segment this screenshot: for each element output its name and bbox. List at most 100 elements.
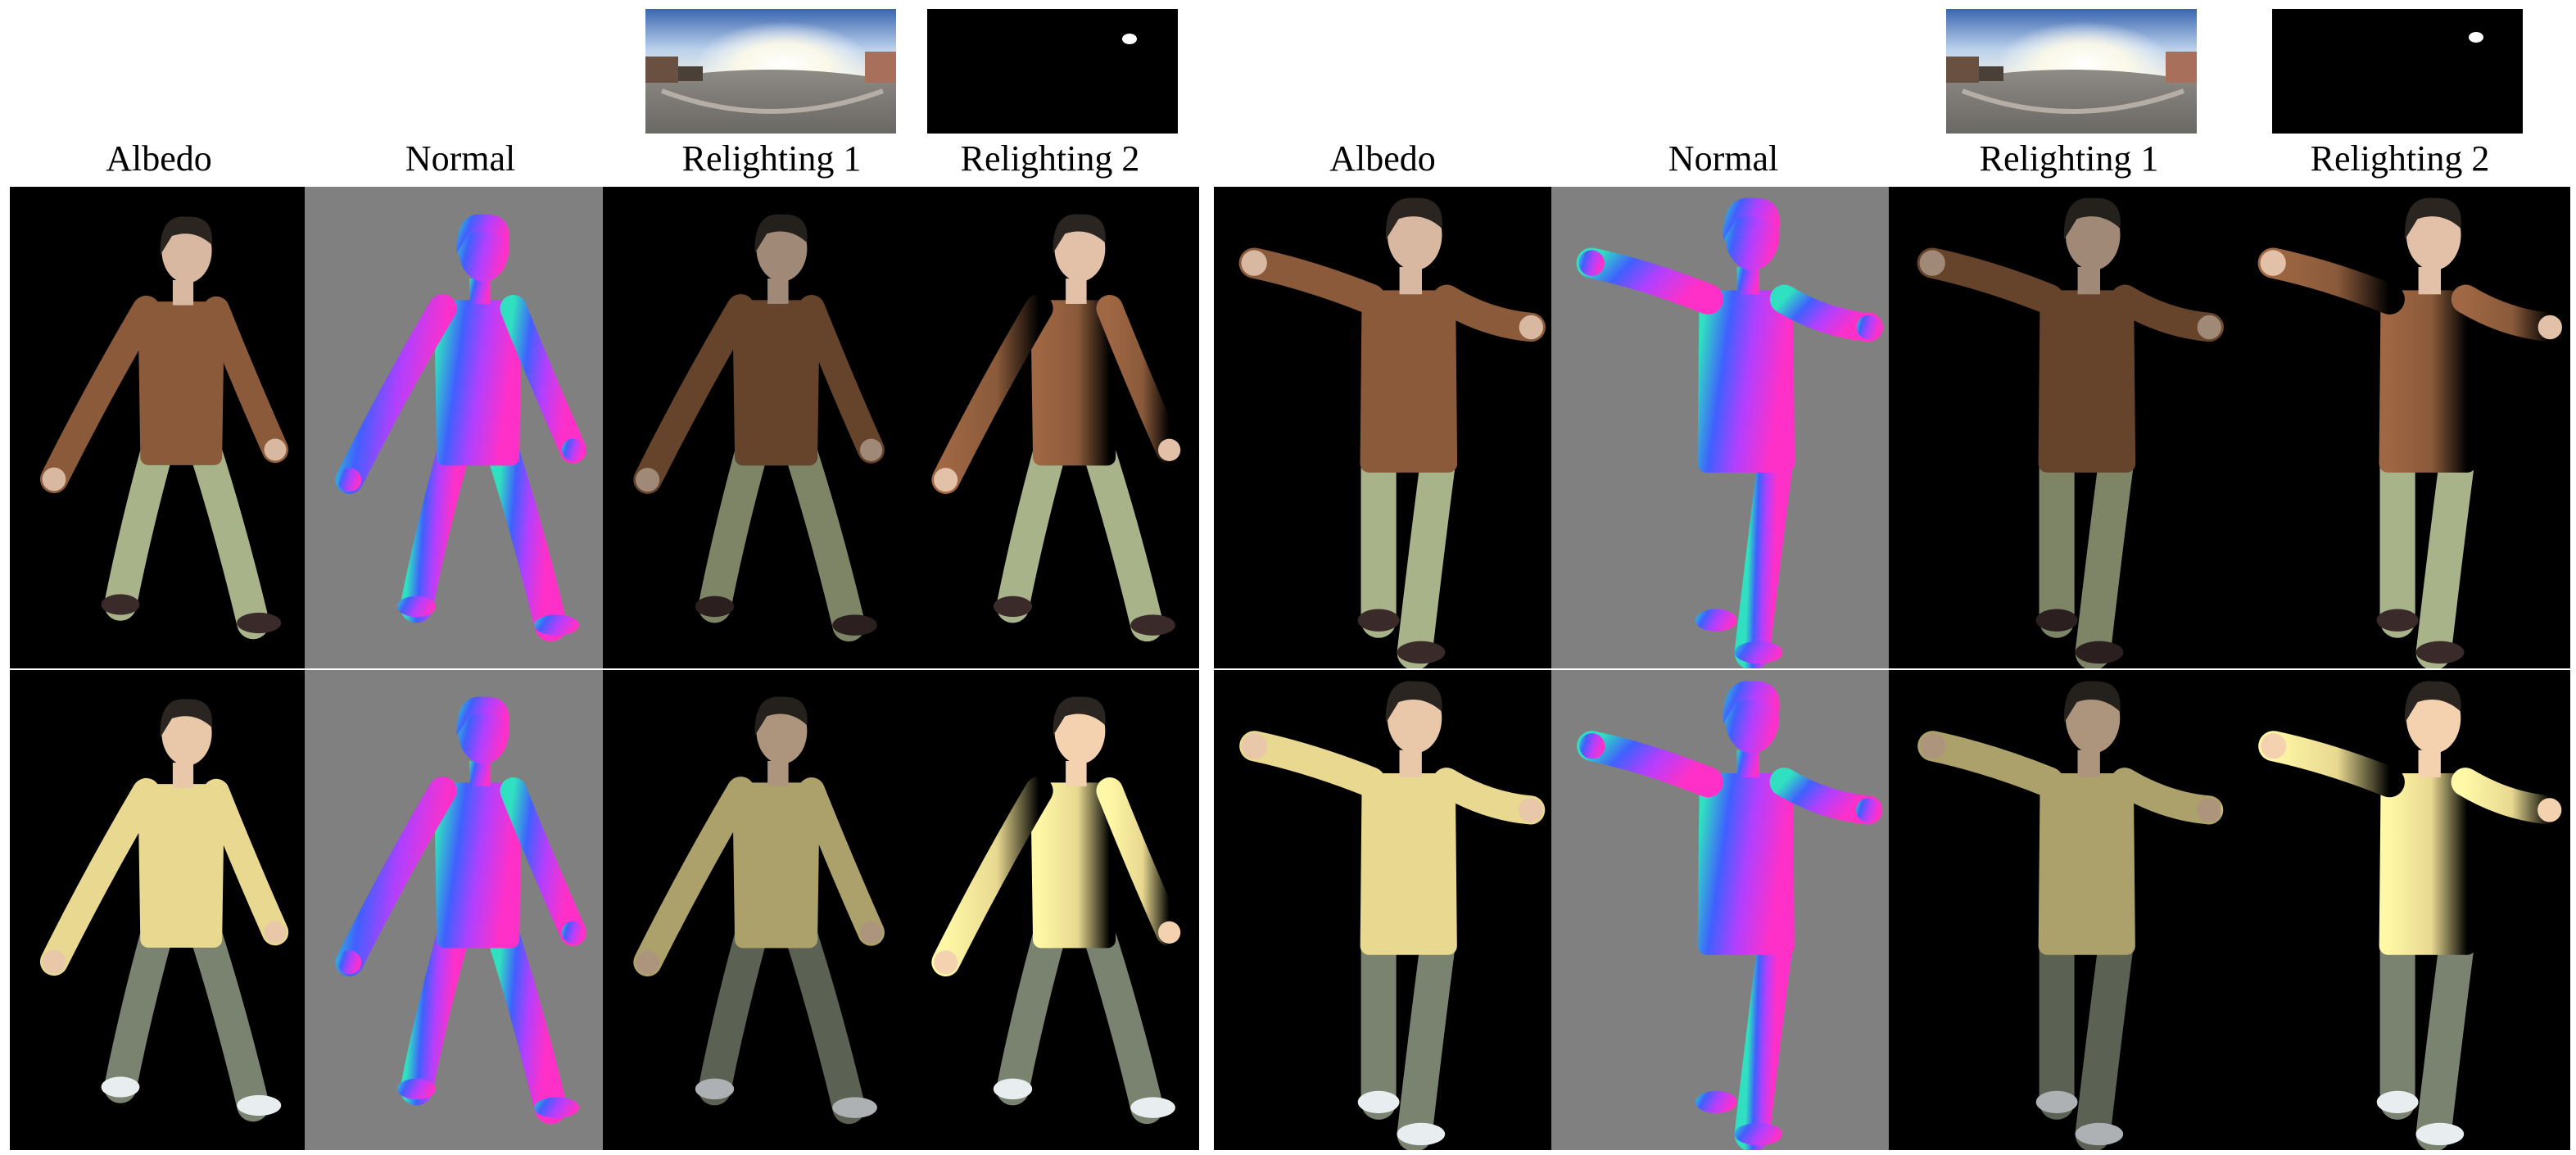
person-render (2257, 197, 2565, 668)
left-hand (337, 950, 362, 975)
right-hand (561, 921, 585, 944)
left-leg (400, 916, 471, 1106)
right-arm (2451, 768, 2565, 825)
right-leg (784, 916, 866, 1125)
person-render (1239, 681, 1546, 1150)
hair (1053, 696, 1106, 736)
left-hand (1579, 733, 1605, 759)
left-shoe (1695, 1090, 1737, 1114)
right-hand (859, 438, 883, 461)
left-hand (1919, 250, 1945, 276)
neck (1399, 750, 1422, 777)
left-shoe (2376, 1090, 2419, 1114)
person-render (931, 214, 1183, 642)
right-arm (798, 295, 885, 464)
torso (1360, 772, 1457, 955)
neck (469, 279, 491, 304)
right-shoe (534, 1097, 579, 1118)
left-arm (335, 777, 457, 976)
right-shoe (2415, 1122, 2465, 1146)
hair (1723, 197, 1780, 240)
neck (2077, 267, 2101, 295)
right-arm (1769, 768, 1883, 825)
shading-overlay (1900, 670, 2221, 1150)
left-arm (931, 777, 1053, 976)
left-shoe (2376, 609, 2419, 632)
right-shoe (1130, 1097, 1175, 1118)
person-render (335, 214, 586, 642)
right-hand (2538, 315, 2562, 340)
right-hand (859, 921, 883, 944)
person-render (335, 696, 586, 1125)
left-arm (2258, 731, 2405, 798)
right-group-row1-albedo-cell (1214, 187, 1551, 668)
right-shoe (1734, 1122, 1783, 1146)
left-leg (996, 433, 1067, 623)
torso (2379, 290, 2477, 473)
right-group-row1-normal-cell (1551, 187, 1889, 668)
right-hand (1856, 798, 1881, 822)
person-render (39, 699, 289, 1122)
column-header: Relighting 2 (960, 138, 1140, 179)
column-header: Relighting 2 (2310, 138, 2490, 179)
right-shoe (2415, 641, 2465, 664)
env-map-image (1946, 9, 2197, 134)
torso (138, 301, 224, 465)
env-map-image (645, 9, 896, 134)
person-render (1577, 681, 1883, 1150)
column-header: Relighting 1 (681, 138, 862, 179)
right-group-row2-relight1-cell (1889, 670, 2233, 1150)
column-header: Albedo (1329, 138, 1436, 179)
column-header: Normal (405, 138, 516, 179)
right-shoe (2075, 1122, 2124, 1146)
right-shoe (832, 1097, 877, 1118)
right-hand (2538, 798, 2562, 822)
left-shoe (1695, 609, 1737, 632)
right-hand (561, 438, 585, 461)
shading-overlay (603, 686, 901, 1134)
person-render (931, 696, 1183, 1125)
right-leg (1734, 437, 1795, 668)
right-arm (202, 778, 289, 946)
hair (1385, 681, 1442, 723)
right-shoe (2075, 641, 2124, 664)
left-hand (42, 467, 66, 491)
hair (754, 214, 808, 254)
left-arm (39, 295, 161, 494)
right-group-row1-relight2-cell (2233, 187, 2570, 668)
person-render (1238, 197, 1546, 668)
hair (2063, 197, 2121, 240)
neck (1066, 761, 1087, 786)
left-leg (400, 433, 471, 623)
hair (1053, 214, 1106, 254)
left-hand (1242, 733, 1268, 759)
right-arm (202, 296, 289, 464)
right-shoe (1397, 641, 1446, 664)
left-shoe (993, 596, 1033, 618)
right-leg (2415, 920, 2475, 1150)
left-group-row2-relight2-cell (901, 670, 1199, 1150)
right-arm (1432, 284, 1546, 342)
left-shoe (695, 596, 735, 618)
point-light-thumbnail-left (927, 9, 1178, 134)
left-shoe (993, 1078, 1033, 1100)
hair (2404, 681, 2461, 723)
left-group-row1-relight1-cell (603, 187, 901, 668)
left-group-row2-relight1-cell (603, 670, 901, 1150)
left-shoe (2035, 609, 2078, 632)
hair (456, 696, 509, 736)
left-leg (698, 916, 769, 1106)
right-arm (500, 777, 586, 946)
left-shoe (101, 594, 140, 615)
left-group-row1-relight2-cell (901, 187, 1199, 668)
person-render (603, 204, 901, 651)
point-light-dot (1122, 34, 1137, 44)
left-arm (1917, 247, 2064, 315)
left-hand (337, 468, 362, 492)
left-hand (636, 950, 660, 975)
neck (1066, 279, 1087, 304)
person-render (1900, 670, 2224, 1150)
left-hand (934, 468, 958, 492)
right-arm (1769, 284, 1883, 342)
left-hand (2261, 733, 2287, 759)
